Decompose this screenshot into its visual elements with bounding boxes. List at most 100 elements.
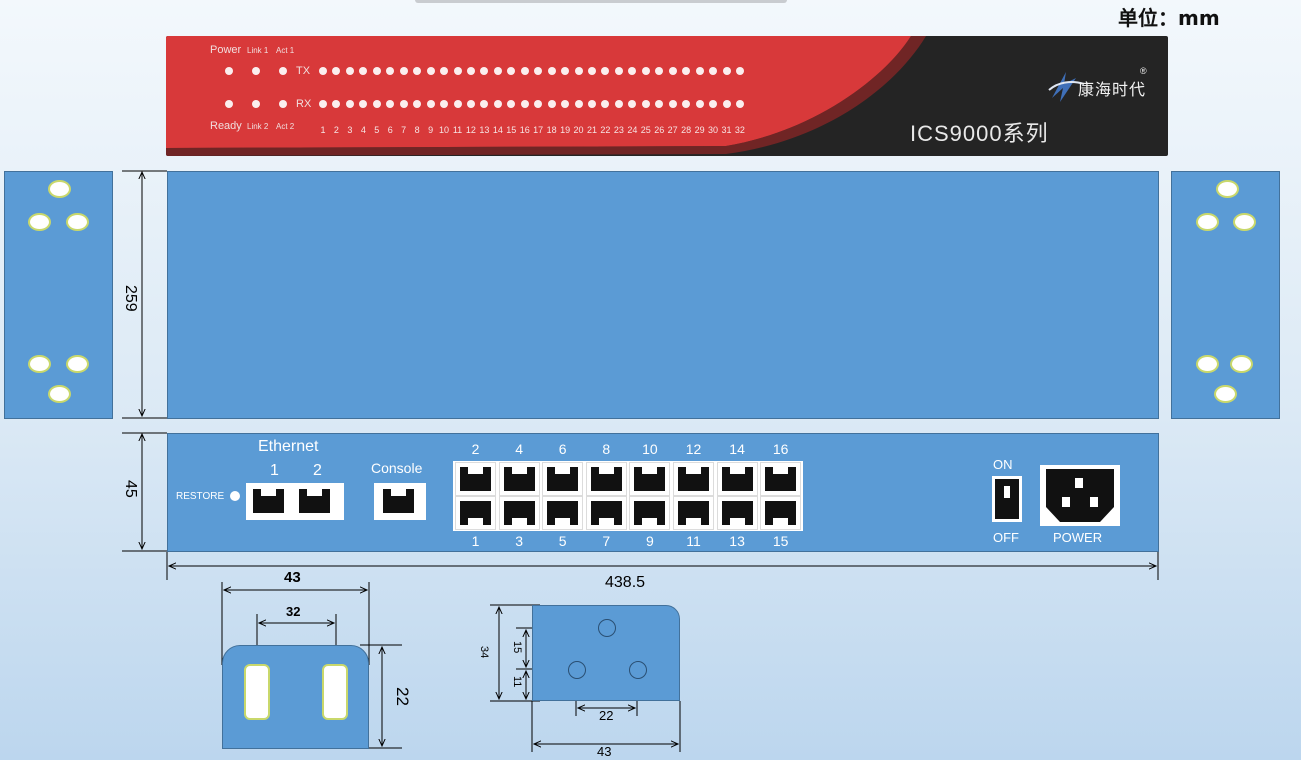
serial-port-label: 14 [729, 441, 745, 457]
rx-led [372, 100, 381, 108]
port-number-label: 4 [360, 125, 366, 135]
ethernet-port-1[interactable] [249, 485, 290, 519]
rx-led [466, 100, 475, 108]
rear-panel: RESTORE Ethernet 1 2 Console ON OFF POWE… [167, 433, 1159, 552]
tx-led [359, 67, 368, 75]
tx-led [426, 67, 435, 75]
serial-port-label: 5 [558, 533, 567, 549]
tx-led [440, 67, 449, 75]
serial-port-13[interactable] [716, 496, 758, 530]
ear-hole [1216, 180, 1239, 198]
rx-led [655, 100, 664, 108]
rx-led [682, 100, 691, 108]
ear-hole [48, 385, 71, 403]
serial-port-16[interactable] [760, 462, 802, 496]
rx-led [413, 100, 422, 108]
ear-hole [28, 213, 51, 231]
port-number-label: 30 [708, 125, 719, 135]
brand-logo-icon [1048, 72, 1085, 102]
ear-hole [1233, 213, 1256, 231]
port-number-label: 7 [401, 125, 407, 135]
serial-port-2[interactable] [455, 462, 496, 496]
power-switch[interactable] [992, 476, 1022, 522]
port-number-label: 25 [640, 125, 651, 135]
bracket-slot [244, 664, 270, 720]
serial-port-15[interactable] [760, 496, 802, 530]
serial-port-label: 7 [602, 533, 611, 549]
restore-label: RESTORE [176, 491, 225, 502]
tx-led [682, 67, 691, 75]
port-number-label: 19 [560, 125, 571, 135]
serial-port-label: 8 [602, 441, 611, 457]
serial-port-14[interactable] [716, 462, 758, 496]
serial-port-10[interactable] [629, 462, 671, 496]
rx-led [695, 100, 704, 108]
rx-led [641, 100, 650, 108]
tx-led [588, 67, 596, 75]
ear-hole [1196, 355, 1219, 373]
tx-led [574, 67, 583, 75]
port-number-label: 3 [347, 125, 353, 135]
serial-port-8[interactable] [585, 462, 627, 496]
port-number-label: 20 [573, 125, 584, 135]
serial-port-4[interactable] [498, 462, 540, 496]
bracket-slot [322, 664, 348, 720]
tx-led [601, 67, 610, 75]
serial-port-label: 15 [772, 533, 789, 549]
serial-port-label: 2 [471, 441, 480, 457]
bracket-height-dimension: 22 [393, 687, 412, 706]
tx-led [372, 67, 381, 75]
rx-led [345, 100, 354, 108]
front-panel: Power Link 1 Act 1 Ready Link 2 Act 2 TX… [166, 36, 1168, 156]
front-panel-red-face [166, 36, 926, 156]
serial-port-7[interactable] [585, 496, 627, 530]
bracket-total-height-dimension: 34 [478, 646, 490, 659]
rx-led [547, 100, 556, 108]
depth-dimension: 259 [122, 285, 139, 312]
port-number-label: 26 [654, 125, 665, 135]
tx-led [695, 67, 704, 75]
port-number-label: 29 [694, 125, 705, 135]
port-number-label: 27 [667, 125, 678, 135]
serial-port-1[interactable] [455, 496, 496, 530]
tx-label: TX [296, 65, 311, 77]
port-number-label: 23 [613, 125, 624, 135]
tx-led [709, 67, 718, 75]
ethernet-port-2[interactable] [295, 485, 336, 519]
rx-led [628, 100, 637, 108]
top-view-body [167, 171, 1159, 419]
serial-port-9[interactable] [629, 496, 671, 530]
serial-port-5[interactable] [542, 496, 584, 530]
rx-led [399, 100, 408, 108]
rx-led [386, 100, 395, 108]
port-number-label: 6 [387, 125, 393, 135]
tx-led [332, 67, 341, 75]
ear-hole [66, 355, 89, 373]
serial-port-3[interactable] [498, 496, 540, 530]
serial-port-12[interactable] [673, 462, 714, 496]
bracket-hole [629, 661, 647, 679]
tx-led [614, 67, 623, 75]
rx-led [561, 100, 570, 108]
ready-led [225, 100, 233, 108]
rx-led [668, 100, 677, 108]
bracket-side-view [222, 645, 369, 749]
console-port[interactable] [379, 485, 420, 519]
tx-led [722, 67, 731, 75]
rx-led [735, 100, 744, 108]
port-number-label: 15 [506, 125, 517, 135]
act2-led [279, 100, 287, 108]
power-led [225, 67, 233, 75]
ear-hole [66, 213, 89, 231]
serial-port-11[interactable] [673, 496, 714, 530]
rx-led [453, 100, 462, 108]
ethernet-port-group [246, 483, 344, 520]
rx-led [332, 100, 341, 108]
rx-led [520, 100, 529, 108]
port-number-label: 2 [333, 125, 339, 135]
bracket-hole [598, 619, 616, 637]
rx-led [480, 100, 489, 108]
restore-button[interactable] [230, 491, 240, 501]
rx-led [426, 100, 435, 108]
serial-port-6[interactable] [542, 462, 584, 496]
